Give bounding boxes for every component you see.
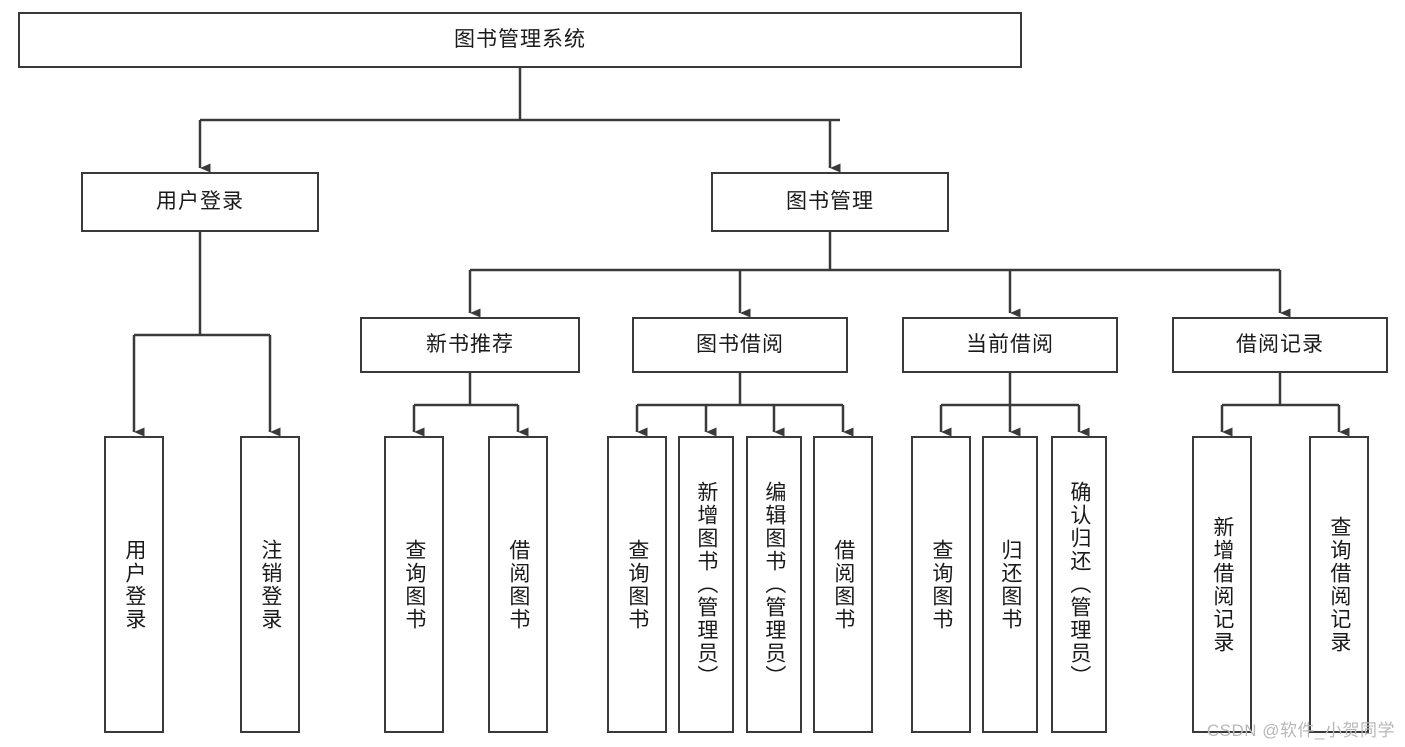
- node-label: 图书借阅: [696, 333, 784, 357]
- node-label: 借阅图书: [506, 538, 530, 631]
- node-current-borrow[interactable]: 当前借阅: [902, 317, 1118, 373]
- node-label: 图书管理: [786, 190, 874, 214]
- node-label: 查询图书: [929, 538, 953, 631]
- node-book-management[interactable]: 图书管理: [711, 172, 949, 232]
- node-label: 查询图书: [402, 538, 426, 631]
- node-leaf-borrow-book-2[interactable]: 借阅图书: [813, 436, 873, 733]
- node-borrow-record[interactable]: 借阅记录: [1172, 317, 1388, 373]
- node-leaf-return-book[interactable]: 归还图书: [982, 436, 1038, 733]
- node-leaf-logout-login[interactable]: 注销登录: [240, 436, 300, 733]
- node-label: 借阅图书: [831, 538, 855, 631]
- node-book-borrow[interactable]: 图书借阅: [632, 317, 848, 373]
- node-label: 用户登录: [156, 190, 244, 214]
- node-leaf-user-login[interactable]: 用户登录: [104, 436, 164, 733]
- node-label: 用户登录: [122, 538, 146, 631]
- node-leaf-borrow-book-1[interactable]: 借阅图书: [488, 436, 548, 733]
- node-leaf-add-book[interactable]: 新增图书（管理员）: [678, 436, 734, 733]
- watermark-text: CSDN @软件_小贺同学: [1206, 721, 1395, 740]
- node-label: 编辑图书（管理员）: [762, 481, 786, 688]
- node-label: 新增图书（管理员）: [694, 481, 718, 688]
- node-leaf-query-book-1[interactable]: 查询图书: [384, 436, 444, 733]
- node-label: 图书管理系统: [454, 28, 586, 52]
- node-user-login[interactable]: 用户登录: [81, 172, 319, 232]
- node-leaf-query-record[interactable]: 查询借阅记录: [1309, 436, 1369, 733]
- node-leaf-edit-book[interactable]: 编辑图书（管理员）: [746, 436, 802, 733]
- node-label: 确认归还（管理员）: [1067, 481, 1091, 688]
- node-label: 查询借阅记录: [1327, 515, 1351, 654]
- node-root-book-management-system[interactable]: 图书管理系统: [18, 12, 1022, 68]
- node-label: 注销登录: [258, 538, 282, 631]
- node-label: 新增借阅记录: [1210, 515, 1234, 654]
- node-leaf-query-book-3[interactable]: 查询图书: [911, 436, 971, 733]
- node-leaf-add-record[interactable]: 新增借阅记录: [1192, 436, 1252, 733]
- node-new-book-recommend[interactable]: 新书推荐: [360, 317, 580, 373]
- node-label: 新书推荐: [426, 333, 514, 357]
- node-label: 借阅记录: [1236, 333, 1324, 357]
- node-leaf-query-book-2[interactable]: 查询图书: [607, 436, 667, 733]
- node-leaf-confirm-return[interactable]: 确认归还（管理员）: [1051, 436, 1107, 733]
- node-label: 归还图书: [998, 538, 1022, 631]
- node-label: 当前借阅: [966, 333, 1054, 357]
- node-label: 查询图书: [625, 538, 649, 631]
